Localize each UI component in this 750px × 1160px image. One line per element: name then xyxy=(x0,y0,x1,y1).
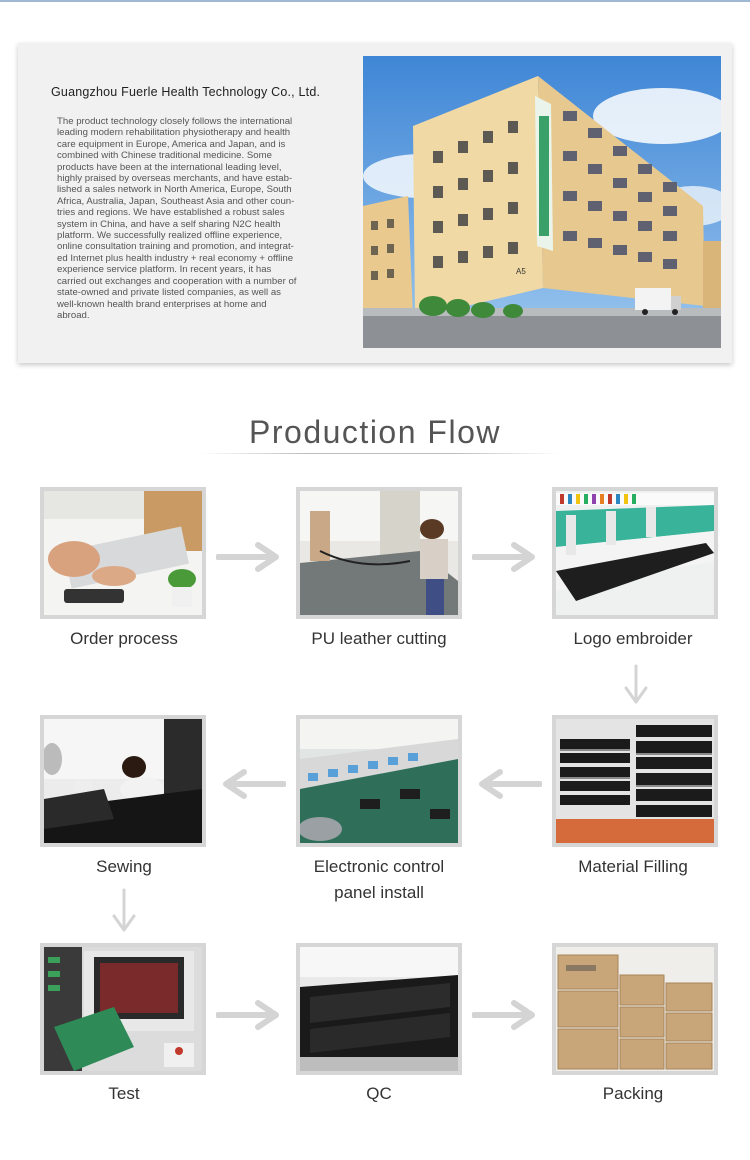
step-label-logo-embroider: Logo embroider xyxy=(538,626,728,652)
description-line: state-owned and private listed companies… xyxy=(57,287,281,299)
arrow-down-icon xyxy=(108,888,140,934)
step-label-packing: Packing xyxy=(538,1081,728,1107)
description-line: platform. We successfully realized offli… xyxy=(57,230,283,242)
step-photo-test xyxy=(40,943,206,1075)
step-photo-sewing xyxy=(40,715,206,847)
description-line: tries and regions. We have established a… xyxy=(57,207,285,219)
step-label-pu-leather-cutting: PU leather cutting xyxy=(284,626,474,652)
description-line: well-known health brand enterprises at h… xyxy=(57,298,267,310)
title-underline xyxy=(200,453,560,454)
step-photo-material-filling xyxy=(552,715,718,847)
description-line: abroad. xyxy=(57,309,90,321)
description-line: system in China, and have a self sharing… xyxy=(57,218,281,230)
arrow-right-icon xyxy=(216,541,286,573)
description-line: carried out exchanges and cooperation wi… xyxy=(57,275,297,287)
step-label-material-filling: Material Filling xyxy=(538,854,728,880)
step-photo-electronic-control-panel-install xyxy=(296,715,462,847)
step-label-test: Test xyxy=(29,1081,219,1107)
company-card: Guangzhou Fuerle Health Technology Co., … xyxy=(18,43,732,363)
arrow-right-icon xyxy=(216,999,286,1031)
factory-building-photo: A5 xyxy=(363,56,721,348)
step-label-qc: QC xyxy=(284,1081,474,1107)
description-line: lished a sales network in North America,… xyxy=(57,184,292,196)
arrow-right-icon xyxy=(472,541,542,573)
building-sign: A5 xyxy=(516,267,526,276)
description-line: products have been at the international … xyxy=(57,161,282,173)
step-photo-logo-embroider xyxy=(552,487,718,619)
top-divider xyxy=(0,0,750,2)
description-line: ed Internet plus health industry + real … xyxy=(57,252,294,264)
step-label-line: Logo embroider xyxy=(573,629,693,648)
step-photo-packing xyxy=(552,943,718,1075)
arrow-left-icon xyxy=(472,768,542,800)
description-line: highly praised by overseas merchants, an… xyxy=(57,173,293,185)
arrow-down-icon xyxy=(620,664,652,706)
description-line: experience service platform. In recent y… xyxy=(57,264,272,276)
step-label-line: Test xyxy=(108,1084,140,1103)
description-line: combined with Chinese traditional medici… xyxy=(57,150,272,162)
description-line: leading modern rehabilitation physiother… xyxy=(57,127,291,139)
step-label-line: Packing xyxy=(602,1084,664,1103)
step-label-line: Order process xyxy=(70,629,178,648)
step-label-line: Material Filling xyxy=(578,857,688,876)
description-line: Africa, Australia, Japan, Southeast Asia… xyxy=(57,195,295,207)
company-description: The product technology closely follows t… xyxy=(57,116,343,321)
step-label-line: PU leather cutting xyxy=(311,629,447,648)
step-label-line: Sewing xyxy=(96,857,152,876)
arrow-right-icon xyxy=(472,999,542,1031)
step-label-electronic-control-panel-install: Electronic control panel install xyxy=(284,854,474,906)
company-name: Guangzhou Fuerle Health Technology Co., … xyxy=(51,85,321,99)
step-photo-order-process xyxy=(40,487,206,619)
description-line: online consultation training and promoti… xyxy=(57,241,294,253)
step-label-line: QC xyxy=(366,1084,392,1103)
description-line: The product technology closely follows t… xyxy=(57,116,293,127)
step-label-order-process: Order process xyxy=(29,626,219,652)
step-photo-qc xyxy=(296,943,462,1075)
step-label-line: panel install xyxy=(334,883,424,902)
arrow-left-icon xyxy=(216,768,286,800)
step-label-line: Electronic control xyxy=(313,857,445,876)
production-flow-title: Production Flow xyxy=(249,414,501,450)
description-line: care equipment in Europe, America and Ja… xyxy=(57,138,286,150)
step-label-sewing: Sewing xyxy=(29,854,219,880)
step-photo-pu-leather-cutting xyxy=(296,487,462,619)
